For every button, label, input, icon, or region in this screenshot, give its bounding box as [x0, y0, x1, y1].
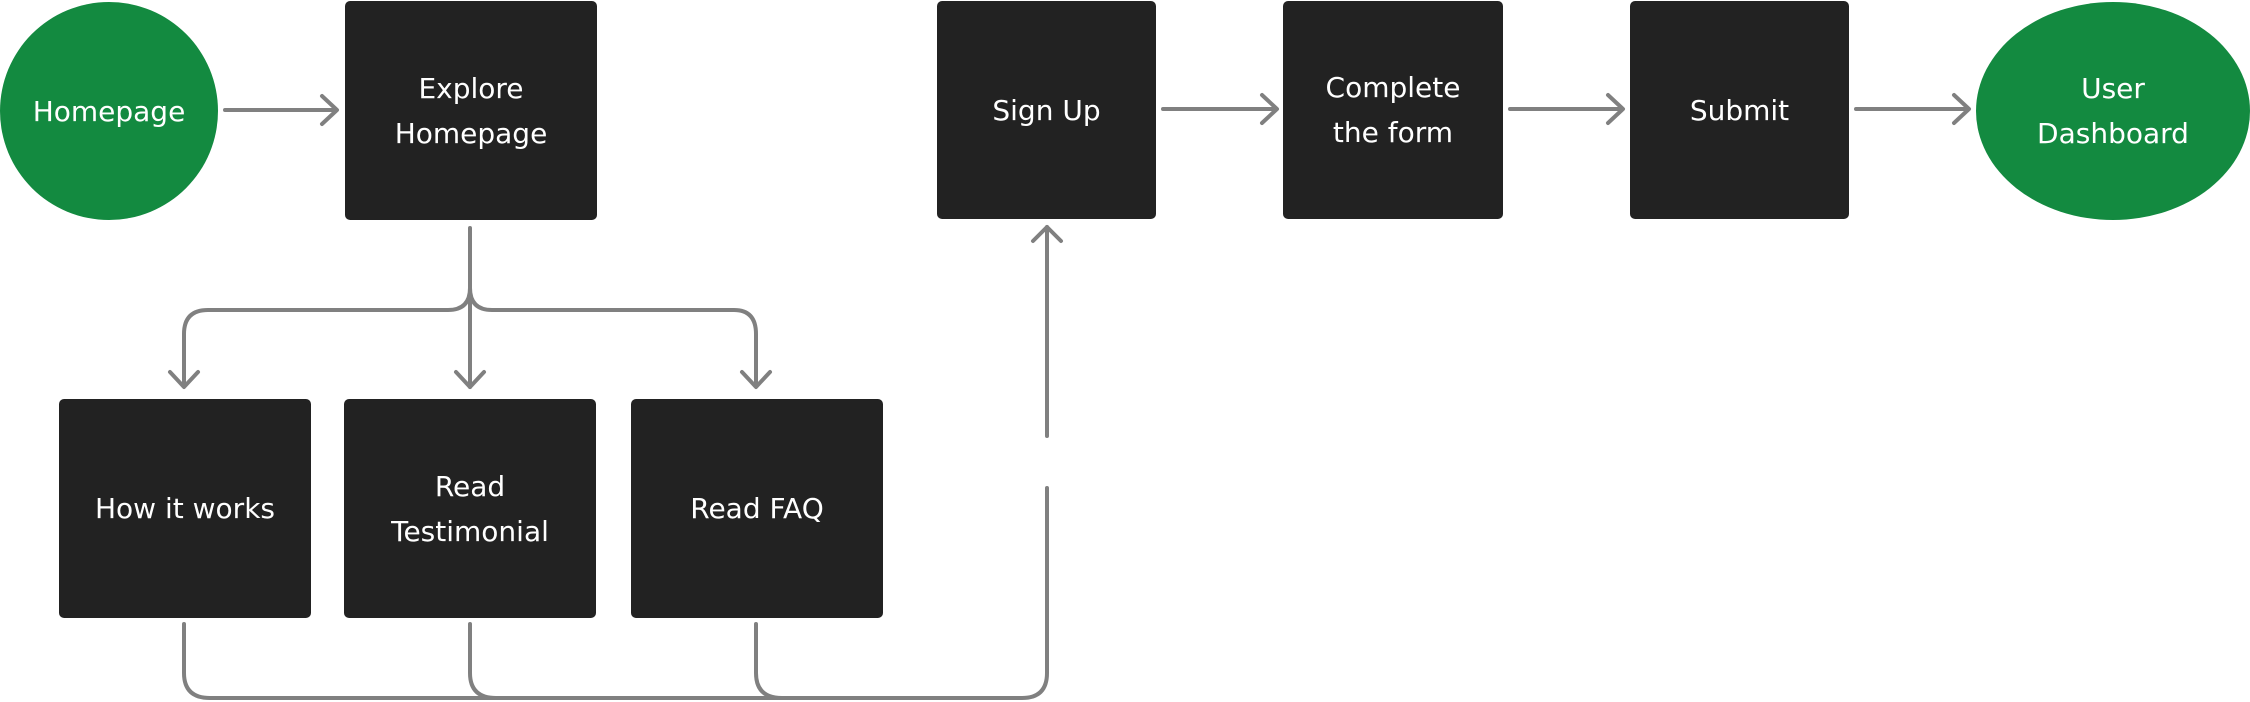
arrowhead-signup — [1031, 225, 1063, 243]
end-node-user-dashboard[interactable]: User Dashboard — [1976, 2, 2250, 220]
node-label: Homepage — [32, 94, 186, 128]
edge-how-merge — [182, 486, 1049, 700]
node-label: Sign Up — [992, 93, 1101, 127]
arrowhead-faq — [740, 370, 772, 389]
node-label: Complete the form — [1325, 71, 1461, 149]
node-label: How it works — [95, 492, 275, 525]
arrowhead-complete — [1260, 93, 1279, 125]
process-node-complete-form[interactable]: Complete the form — [1283, 1, 1503, 219]
process-node-sign-up[interactable]: Sign Up — [937, 1, 1156, 219]
arrowhead-explore — [320, 94, 339, 126]
process-node-read-faq[interactable]: Read FAQ — [631, 399, 883, 618]
node-label: Explore Homepage — [394, 71, 548, 150]
node-label: Read FAQ — [690, 492, 824, 525]
node-label: User Dashboard — [2037, 72, 2189, 150]
arrowhead-dashboard — [1952, 93, 1971, 125]
arrowhead-testimonial — [454, 370, 486, 389]
process-node-how-it-works[interactable]: How it works — [59, 399, 311, 618]
start-node-homepage[interactable]: Homepage — [0, 2, 218, 220]
process-node-read-testimonial[interactable]: Read Testimonial — [344, 399, 596, 618]
process-node-submit[interactable]: Submit — [1630, 1, 1849, 219]
edge-explore-branch — [182, 226, 472, 388]
process-node-explore-homepage[interactable]: Explore Homepage — [345, 1, 597, 220]
node-label: Submit — [1689, 93, 1790, 127]
node-label: Read Testimonial — [391, 469, 549, 548]
edge-label-feel-convinced: Feel Convinced — [975, 450, 1112, 471]
edge-faq-merge — [754, 622, 784, 700]
edge-testimonial-merge — [468, 622, 498, 700]
arrowhead-how — [168, 370, 200, 389]
edge-explore-faq — [468, 286, 758, 388]
arrowhead-submit — [1606, 93, 1625, 125]
